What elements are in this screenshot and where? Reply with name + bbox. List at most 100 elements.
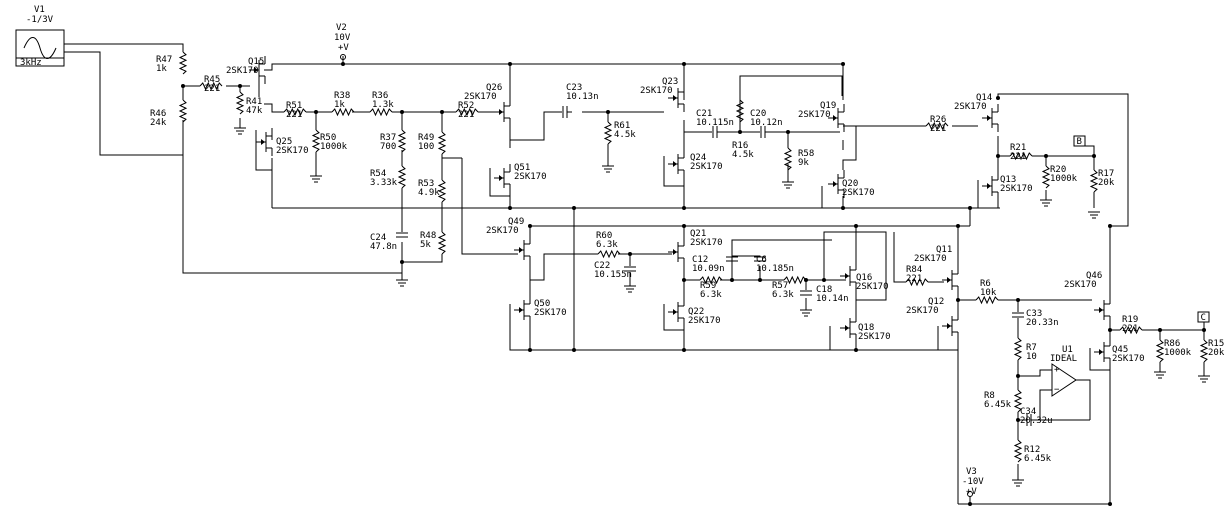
- capacitor-name: C20: [750, 109, 766, 119]
- transistor-name: Q45: [1112, 345, 1128, 355]
- wires: [64, 43, 1205, 505]
- transistor-part: 2SK170: [1064, 280, 1097, 290]
- transistor-part: 2SK170: [690, 238, 723, 248]
- resistor-value: 6.3k: [596, 240, 618, 250]
- resistor-value: 221: [906, 274, 922, 284]
- resistor-name: R15: [1208, 339, 1224, 349]
- voltage-source-v3: V3-10V+V: [962, 467, 984, 497]
- resistor-value: 4.9k: [418, 188, 440, 198]
- transistor-part: 2SK170: [464, 92, 497, 102]
- transistor-name: Q51: [514, 163, 530, 173]
- transistor-part: 2SK170: [640, 86, 673, 96]
- resistor-value: 6.45k: [1024, 454, 1052, 464]
- resistor-value: 221: [204, 84, 220, 94]
- transistor-name: Q46: [1086, 271, 1102, 281]
- opamp-model: IDEAL: [1050, 354, 1077, 364]
- transistor-part: 2SK170: [842, 188, 875, 198]
- ground-icon: [310, 175, 322, 183]
- resistor-name: R61: [614, 121, 630, 131]
- capacitor-name: C21: [696, 109, 712, 119]
- resistor-name: R46: [150, 109, 166, 119]
- capacitor-name: C6: [756, 255, 767, 265]
- transistor-name: Q26: [486, 83, 502, 93]
- capacitor-value: 10.12n: [750, 118, 783, 128]
- resistor-value: 20k: [1208, 348, 1225, 358]
- transistor-part: 2SK170: [1112, 354, 1145, 364]
- resistor-name: R37: [380, 133, 396, 143]
- resistor-value: 1000k: [1050, 174, 1078, 184]
- resistor-value: 3.33k: [370, 178, 398, 188]
- resistor-name: R6: [980, 279, 991, 289]
- resistor-value: 221: [286, 110, 302, 120]
- resistor-name: R12: [1024, 445, 1040, 455]
- probes: BC: [1073, 135, 1210, 323]
- transistor-part: 2SK170: [486, 226, 519, 236]
- transistor-name: Q22: [688, 307, 704, 317]
- source-frequency: 3kHz: [20, 58, 42, 68]
- ground-icon: [396, 279, 408, 287]
- transistor-name: Q18: [858, 323, 874, 333]
- resistor-name: R52: [458, 101, 474, 111]
- probe-b: B: [1073, 135, 1086, 147]
- resistor-name: R36: [372, 91, 388, 101]
- resistor-value: 4.5k: [732, 150, 754, 160]
- resistor-name: R50: [320, 133, 336, 143]
- ground-icon: [1040, 199, 1052, 207]
- transistor-name: Q11: [936, 245, 952, 255]
- resistor-name: R21: [1010, 143, 1026, 153]
- resistor-name: R53: [418, 179, 434, 189]
- transistor-name: Q50: [534, 299, 550, 309]
- source-symbol: +V: [338, 43, 349, 53]
- transistor-name: Q21: [690, 229, 706, 239]
- capacitor-value: 10.155n: [594, 270, 632, 280]
- resistor-value: 700: [380, 142, 396, 152]
- transistor-name: Q15: [248, 57, 264, 67]
- resistor-name: R84: [906, 265, 922, 275]
- source-value: -10V: [962, 477, 984, 487]
- resistor-value: 1000k: [320, 142, 348, 152]
- transistor-part: 2SK170: [514, 172, 547, 182]
- resistor-value: 221: [458, 110, 474, 120]
- resistor-value: 4.5k: [614, 130, 636, 140]
- resistor-value: 1000k: [1164, 348, 1192, 358]
- transistor-name: Q20: [842, 179, 858, 189]
- ground-icon: [1198, 375, 1210, 383]
- resistor-name: R49: [418, 133, 434, 143]
- capacitor-name: C33: [1026, 309, 1042, 319]
- resistor-value: 6.45k: [984, 400, 1012, 410]
- ground-icon: [1012, 479, 1024, 487]
- resistor-name: R41: [246, 97, 262, 107]
- transistor-part: 2SK170: [954, 102, 987, 112]
